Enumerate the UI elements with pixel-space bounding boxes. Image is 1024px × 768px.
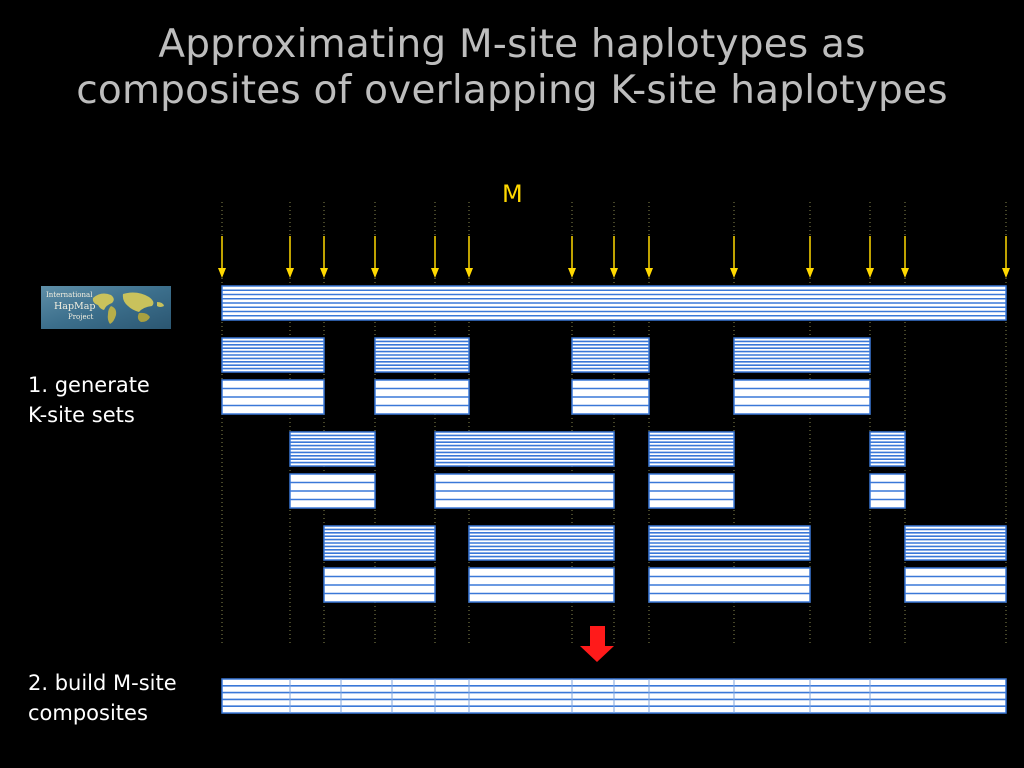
step-1-label: 1. generate K-site sets — [28, 370, 150, 430]
step-1-line-2: K-site sets — [28, 403, 135, 427]
site-arrow-head-1 — [218, 268, 226, 278]
step-1-line-1: 1. generate — [28, 373, 150, 397]
site-arrow-head-11 — [806, 268, 814, 278]
site-arrow-head-13 — [901, 268, 909, 278]
step-2-label: 2. build M-site composites — [28, 668, 177, 728]
site-arrow-head-8 — [610, 268, 618, 278]
logo-line-2: HapMap — [54, 301, 96, 312]
site-arrow-head-2 — [286, 268, 294, 278]
m-sites-label: M — [502, 180, 523, 208]
site-arrow-head-3 — [320, 268, 328, 278]
site-arrow-head-4 — [371, 268, 379, 278]
step-2-line-1: 2. build M-site — [28, 671, 177, 695]
site-arrow-head-5 — [431, 268, 439, 278]
title-line-2: composites of overlapping K-site haploty… — [76, 68, 948, 113]
site-arrow-head-9 — [645, 268, 653, 278]
hapmap-logo-icon: International HapMap Project — [41, 286, 171, 329]
site-arrow-head-14 — [1002, 268, 1010, 278]
slide-title: Approximating M-site haplotypes as compo… — [0, 22, 1024, 114]
title-line-1: Approximating M-site haplotypes as — [158, 22, 866, 67]
combine-arrow-icon — [580, 626, 614, 662]
logo-line-1: International — [46, 291, 93, 299]
site-arrow-head-10 — [730, 268, 738, 278]
site-arrow-head-6 — [465, 268, 473, 278]
step-2-line-2: composites — [28, 701, 148, 725]
logo-line-3: Project — [68, 313, 94, 321]
site-arrow-head-7 — [568, 268, 576, 278]
site-arrow-head-12 — [866, 268, 874, 278]
